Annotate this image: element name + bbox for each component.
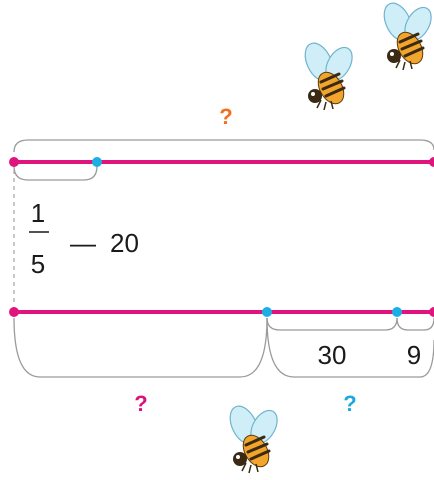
- fraction-numerator: 1: [31, 198, 45, 228]
- bee-icon: [300, 39, 358, 110]
- top-part-brace: [14, 166, 97, 180]
- sub-part-b-brace: [397, 318, 434, 330]
- bottom-start-point: [9, 307, 19, 317]
- top-end-point: [429, 157, 434, 167]
- top-total-brace: [14, 140, 434, 152]
- top-start-point: [9, 157, 19, 167]
- bottom-part-point: [262, 307, 272, 317]
- relation-dash: —: [70, 228, 96, 258]
- sub-part-b-value: 9: [407, 340, 421, 370]
- second-part-question: ?: [343, 391, 356, 416]
- sub-part-a-brace: [267, 318, 397, 330]
- top-total-question: ?: [219, 104, 232, 129]
- bottom-end-point: [429, 307, 434, 317]
- relation-value: 20: [110, 228, 139, 258]
- first-part-question: ?: [134, 391, 147, 416]
- bottom-sub-point: [392, 307, 402, 317]
- top-part-point: [92, 157, 102, 167]
- sub-part-a-value: 30: [318, 340, 347, 370]
- first-part-brace: [14, 318, 267, 377]
- bee-icon: [225, 402, 283, 473]
- fraction-denominator: 5: [31, 249, 45, 279]
- bee-icon: [379, 0, 434, 70]
